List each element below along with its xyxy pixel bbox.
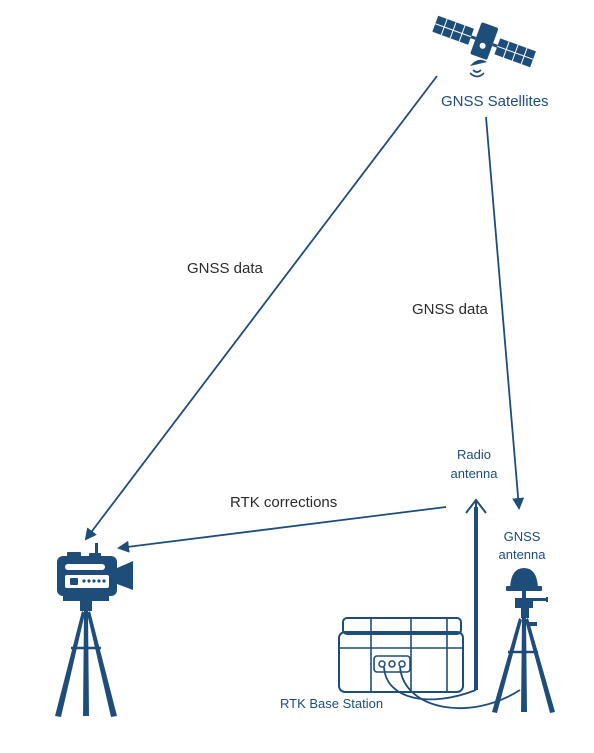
edge-sat-to-rover-label: GNSS data bbox=[187, 260, 264, 277]
edge-sat-to-base-label: GNSS data bbox=[412, 301, 489, 318]
gnss-antenna-label-line1: GNSS bbox=[504, 529, 541, 544]
edge-sat-to-rover bbox=[84, 75, 438, 541]
base-station-label: RTK Base Station bbox=[280, 696, 383, 711]
edge-sat-to-base bbox=[485, 116, 525, 510]
radio-antenna-icon bbox=[465, 498, 487, 690]
edge-base-to-rover-label: RTK corrections bbox=[230, 494, 337, 511]
rover-receiver-icon bbox=[55, 543, 133, 717]
gnss-antenna-label-line2: antenna bbox=[499, 547, 547, 562]
rtk-base-station-icon bbox=[338, 617, 521, 709]
edge-base-to-rover bbox=[117, 506, 447, 553]
satellite-icon bbox=[432, 15, 536, 78]
radio-antenna-label-line2: antenna bbox=[451, 466, 499, 481]
satellites-label: GNSS Satellites bbox=[441, 93, 549, 110]
gnss-antenna-icon bbox=[492, 568, 555, 713]
radio-antenna-label-line1: Radio bbox=[457, 447, 491, 462]
